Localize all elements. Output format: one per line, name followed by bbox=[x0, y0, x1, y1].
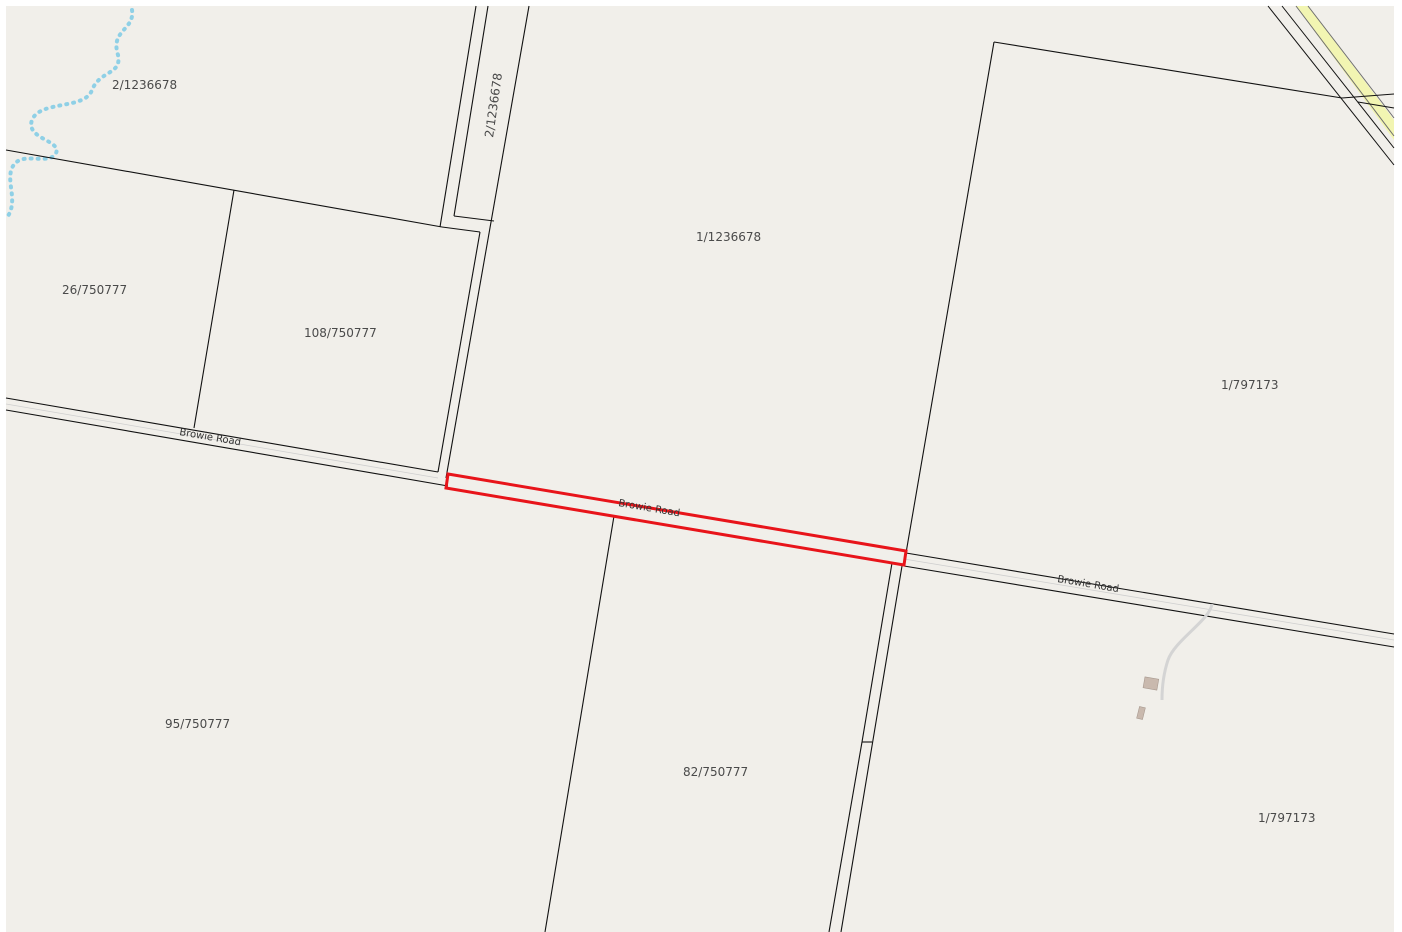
farm-track bbox=[1160, 603, 1214, 701]
parcel-label-108-750777: 108/750777 bbox=[304, 326, 377, 340]
highway-corridor bbox=[1267, 5, 1395, 166]
map-land bbox=[6, 6, 1394, 932]
parcel-label-95-750777: 95/750777 bbox=[165, 717, 230, 731]
parcel-label-1-1236678: 1/1236678 bbox=[696, 230, 761, 244]
parcel-label-26-750777: 26/750777 bbox=[62, 283, 127, 297]
building-small bbox=[1136, 706, 1146, 720]
parcel-label-1-797173-south: 1/797173 bbox=[1258, 811, 1316, 825]
watercourse-line bbox=[6, 8, 135, 218]
parcel-label-2-1236678-nw: 2/1236678 bbox=[112, 78, 177, 92]
building-shed bbox=[1142, 676, 1160, 691]
highlighted-road-segment[interactable] bbox=[444, 472, 908, 567]
road-reserve-faint bbox=[5, 403, 1395, 641]
parcel-label-82-750777: 82/750777 bbox=[683, 765, 748, 779]
parcel-boundaries bbox=[5, 5, 1395, 932]
parcel-label-1-797173-north: 1/797173 bbox=[1221, 378, 1279, 392]
